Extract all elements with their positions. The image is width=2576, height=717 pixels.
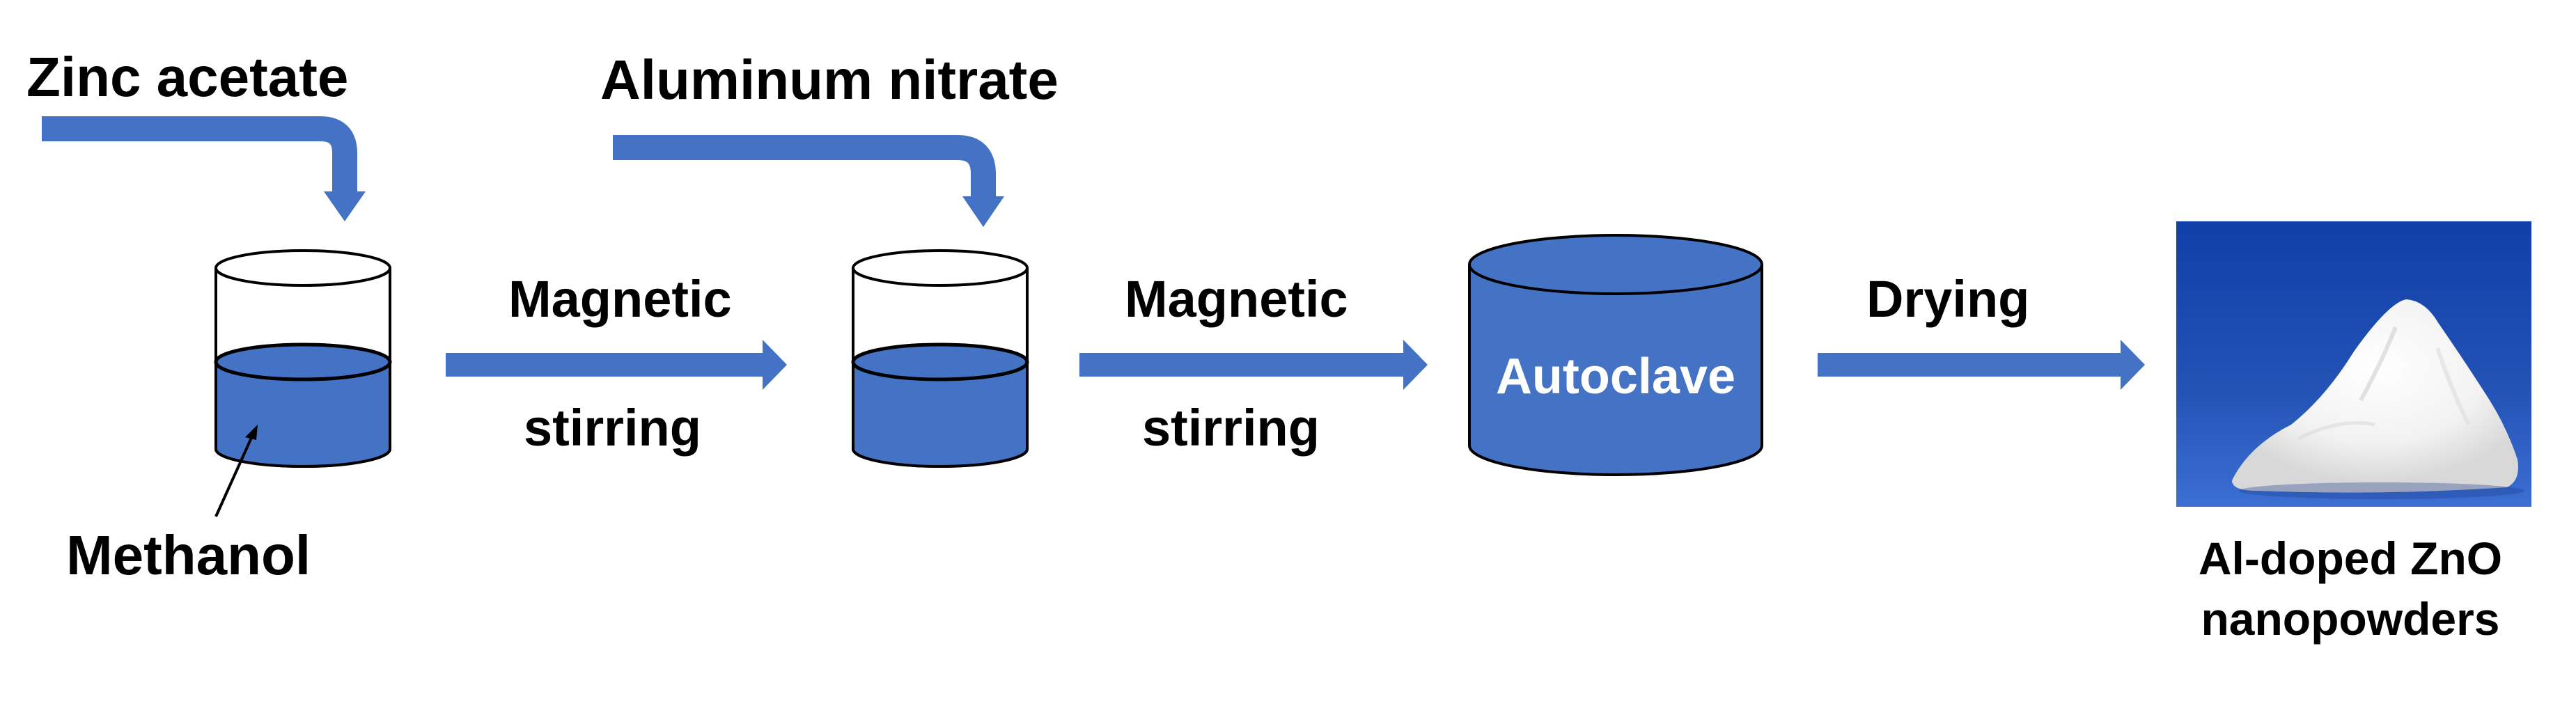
step2-label-line1: Magnetic bbox=[1125, 270, 1348, 328]
beaker-icon bbox=[214, 249, 392, 468]
aluminum-nitrate-label: Aluminum nitrate bbox=[600, 49, 1059, 111]
step2-label-line2: stirring bbox=[1142, 399, 1320, 457]
product-label-line1: Al-doped ZnO bbox=[2199, 533, 2502, 584]
autoclave-icon bbox=[1468, 234, 1763, 476]
methanol-pointer-head bbox=[245, 425, 258, 440]
zinc-acetate-label: Zinc acetate bbox=[26, 46, 348, 108]
powder-photo bbox=[2176, 221, 2531, 507]
stirring-arrow-1 bbox=[446, 340, 787, 390]
stirring-arrow-2 bbox=[1079, 340, 1428, 390]
methanol-label: Methanol bbox=[66, 524, 311, 586]
step1-label-line1: Magnetic bbox=[508, 270, 732, 328]
aluminum-nitrate-arrow bbox=[613, 135, 1004, 227]
autoclave-label: Autoclave bbox=[1496, 349, 1735, 404]
zinc-acetate-arrow bbox=[42, 116, 366, 221]
methanol-pointer bbox=[214, 431, 256, 517]
product-label-line2: nanopowders bbox=[2201, 593, 2499, 645]
drying-arrow bbox=[1818, 340, 2145, 390]
beaker-icon bbox=[851, 249, 1029, 468]
step1-label-line2: stirring bbox=[524, 399, 701, 457]
drying-label: Drying bbox=[1866, 270, 2029, 328]
